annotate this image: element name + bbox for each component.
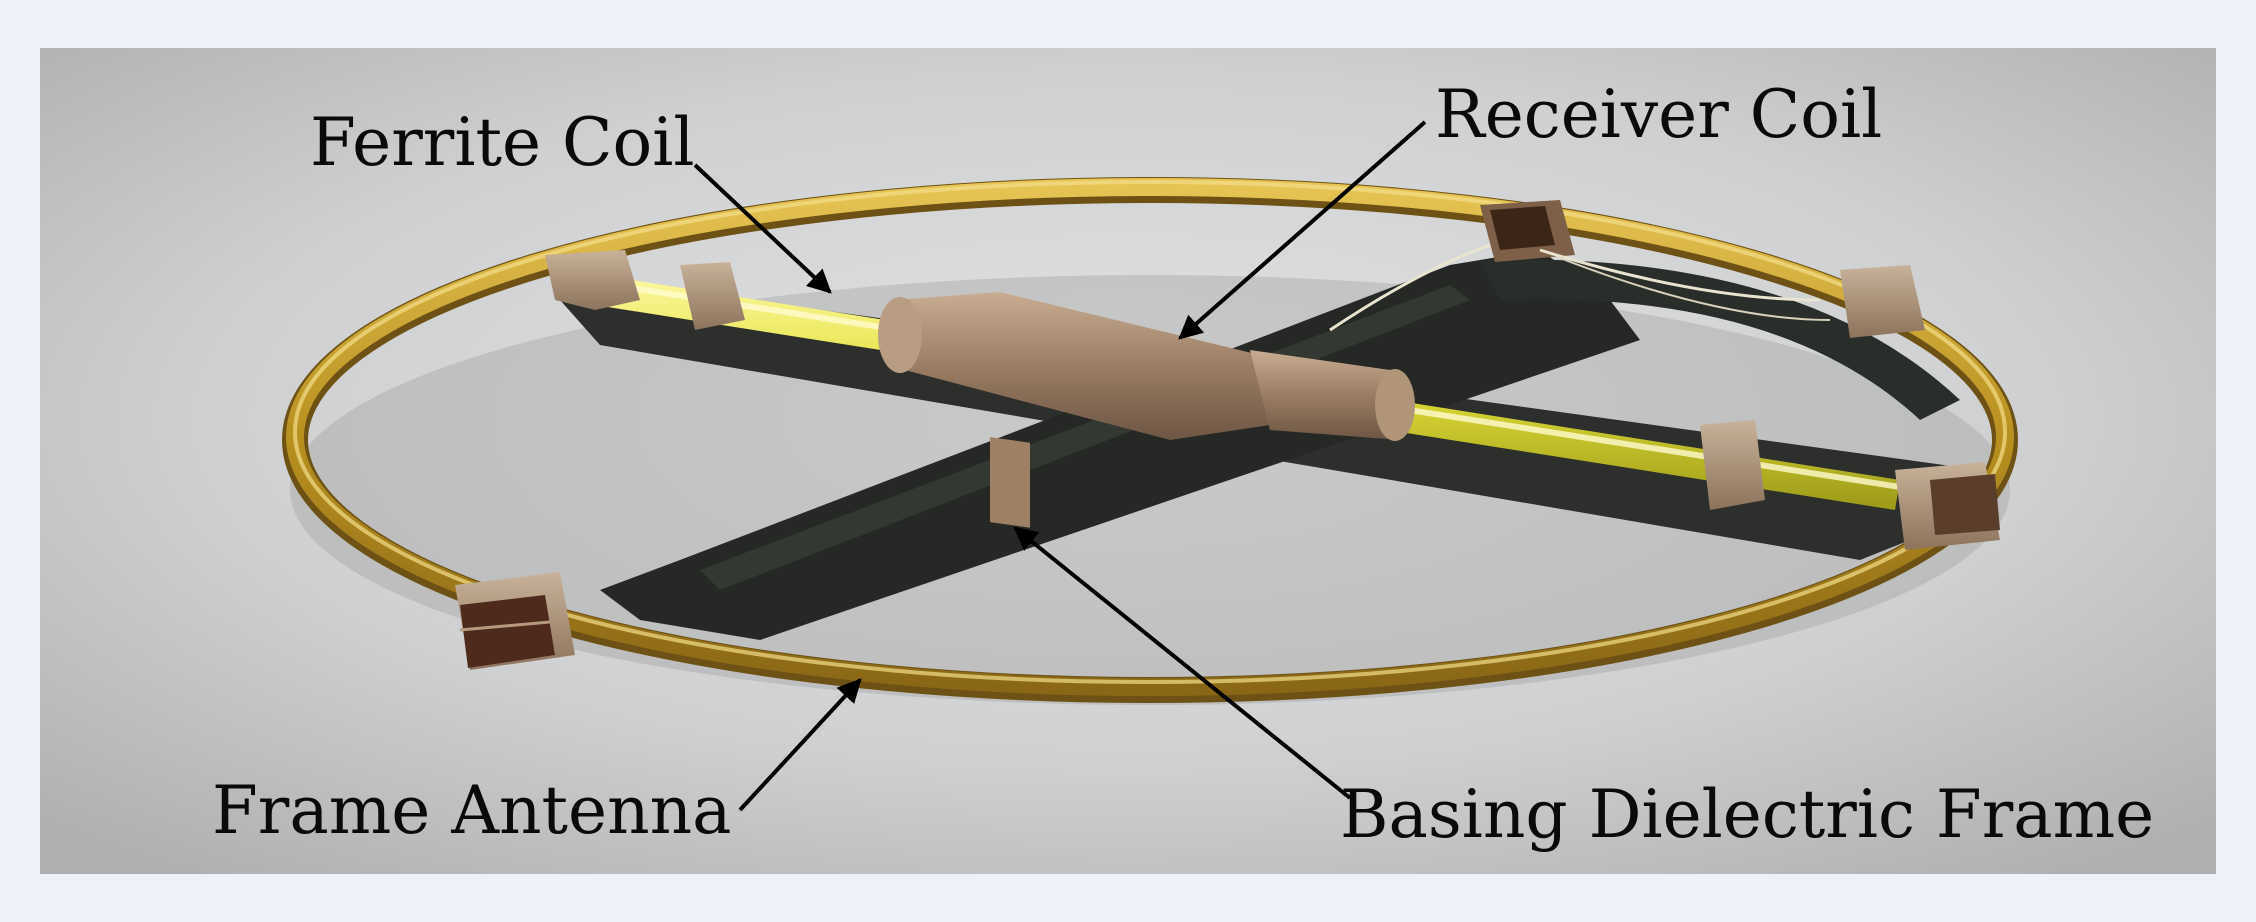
receiver-coil-arrow [1178,120,1427,340]
receiver-coil [878,292,1415,528]
ferrite-coil-label: Ferrite Coil [310,104,695,181]
mounting-blocks [455,200,2000,670]
callout-arrows [693,120,1427,812]
frame-antenna-ring [282,177,2018,703]
connection-wires [1329,243,1831,332]
basing-dielectric-frame-arrow [1013,526,1352,800]
receiver-coil-label: Receiver Coil [1435,76,1883,153]
ferrite-coil-arrow [693,163,832,294]
frame-antenna-label: Frame Antenna [212,772,732,849]
basing-dielectric-frame-label: Basing Dielectric Frame [1340,776,2155,853]
frame-antenna-arrow [738,678,862,812]
